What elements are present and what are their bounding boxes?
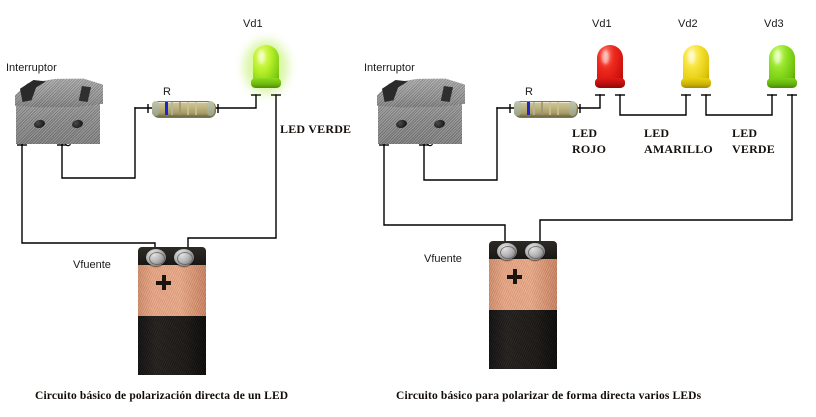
resistor-right (514, 101, 578, 118)
resistor-band-3 (179, 102, 181, 115)
resistor-band-5 (195, 102, 197, 115)
led-name-right-rojo-line2: ROJO (572, 142, 607, 156)
led-flange (681, 78, 711, 88)
source-label-right: Vfuente (424, 253, 462, 265)
switch-label-left: Interruptor (6, 62, 57, 74)
switch-body (16, 100, 100, 144)
wire-left-resistor-to-led (213, 94, 257, 109)
battery-terminal-positive (497, 243, 517, 260)
resistor-cap-right (569, 101, 576, 116)
wire-left-led-to-battery (187, 94, 277, 259)
led-ref-right-vd2: Vd2 (678, 18, 698, 30)
wire-right-resistor-to-led1 (575, 94, 601, 109)
led-name-right-amarillo-line1: LED (644, 126, 670, 140)
led-ref-right-vd1: Vd1 (592, 18, 612, 30)
led-right-yellow (680, 45, 712, 97)
resistor-cap-left (514, 101, 521, 116)
battery-terminal-negative (525, 243, 545, 260)
wire-right-led1-to-led2 (619, 94, 687, 116)
resistor-band-4 (549, 102, 551, 115)
battery-terminal-positive (146, 249, 166, 266)
caption-left: Circuito básico de polarización directa … (35, 390, 289, 402)
led-name-right-rojo-line1: LED (572, 126, 598, 140)
led-ref-right-vd3: Vd3 (764, 18, 784, 30)
resistor-band-1 (165, 102, 168, 115)
switch-label-right: Interruptor (364, 62, 415, 74)
battery-lower-body (489, 310, 557, 369)
resistor-band-2 (171, 102, 173, 115)
resistor-cap-left (152, 101, 159, 116)
led-flange (595, 78, 625, 88)
resistor-label-right: R (525, 86, 533, 98)
led-right-green (766, 45, 798, 97)
led-specular-highlight (688, 50, 695, 64)
resistor-label-left: R (163, 86, 171, 98)
source-label-left: Vfuente (73, 259, 111, 271)
led-specular-highlight (602, 50, 609, 64)
wire-right-switch-to-resistor (423, 107, 498, 181)
wire-right-led3-to-battery (539, 94, 793, 253)
led-name-right-verde-line1: LED (732, 126, 758, 140)
resistor-cap-right (207, 101, 214, 116)
battery-terminal-negative (174, 249, 194, 266)
led-right-red (594, 45, 626, 97)
wire-right-led2-to-led3 (705, 94, 773, 116)
caption-right: Circuito básico para polarizar de forma … (396, 390, 702, 402)
led-name-right-verde-line2: VERDE (732, 142, 776, 156)
switch-wedge-right-icon (78, 86, 91, 102)
rocker-switch-right[interactable] (372, 74, 468, 144)
battery-upper-body (138, 265, 206, 317)
rocker-switch-left[interactable] (10, 74, 106, 144)
battery-right (487, 241, 559, 369)
resistor-band-2 (533, 102, 535, 115)
resistor-band-3 (541, 102, 543, 115)
resistor-band-1 (527, 102, 530, 115)
led-ref-left-vd1: Vd1 (243, 18, 263, 30)
led-left-green (244, 39, 288, 97)
led-flange (767, 78, 797, 88)
battery-lower-body (138, 316, 206, 375)
switch-body (378, 100, 462, 144)
wire-left-switch-to-resistor (61, 107, 136, 179)
led-name-left-verde: LED VERDE (280, 122, 352, 136)
resistor-band-5 (557, 102, 559, 115)
battery-plus-icon (507, 269, 522, 284)
resistor-band-4 (187, 102, 189, 115)
wire-right-switch-neg (383, 144, 506, 253)
led-specular-highlight (774, 50, 781, 64)
resistor-left (152, 101, 216, 118)
led-flange (251, 78, 281, 88)
battery-left (136, 247, 208, 375)
battery-plus-icon (156, 275, 171, 290)
led-specular-highlight (258, 50, 265, 64)
switch-wedge-right-icon (440, 86, 453, 102)
led-name-right-amarillo-line2: AMARILLO (644, 142, 713, 156)
battery-upper-body (489, 259, 557, 311)
